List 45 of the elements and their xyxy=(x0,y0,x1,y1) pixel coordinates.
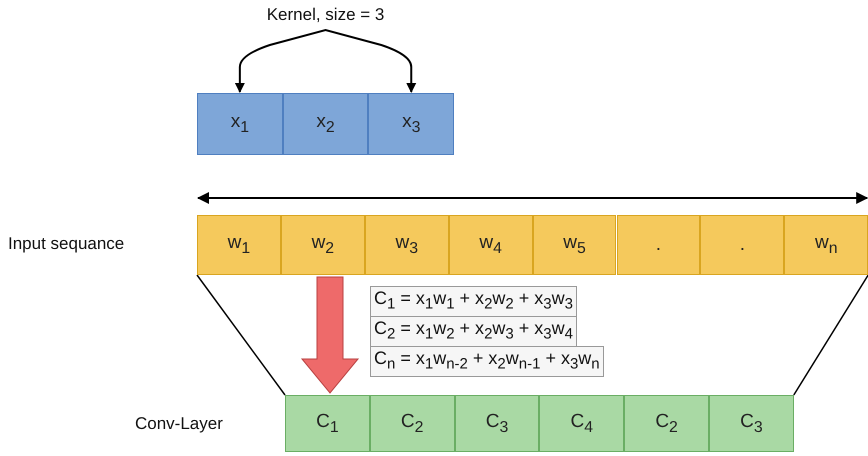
output-cell xyxy=(539,395,624,452)
block-arrow xyxy=(300,276,360,394)
cell-text: C$_{3}$ xyxy=(486,410,508,436)
cell-text: C$_{1}$ xyxy=(316,410,339,436)
cell-text: . xyxy=(740,234,745,256)
formula: C$_{2}$ = x$_{1}$w$_{2}$ + x$_{2}$w$_{3}$ + x$_{3}$w$_{4}$ xyxy=(370,316,577,347)
arrow xyxy=(197,192,868,204)
edge-label: Kernel, size = 3 xyxy=(266,5,386,25)
input-cell xyxy=(197,215,281,275)
cell-text: w$_{1}$ xyxy=(228,232,250,258)
arrow xyxy=(234,29,416,93)
kernel-cell xyxy=(197,93,283,155)
cell-text: w$_{3}$ xyxy=(395,232,418,258)
input-cell xyxy=(532,215,616,275)
input-cell xyxy=(280,215,365,275)
cell-text: C$_{4}$ xyxy=(570,410,594,436)
output-cell xyxy=(624,395,709,452)
input-cell xyxy=(616,215,700,275)
input-cell xyxy=(784,215,868,275)
cell-text: C$_{2}$ xyxy=(655,410,678,436)
output-cell xyxy=(285,395,370,452)
output-cell xyxy=(370,395,455,452)
cell-text: C$_{3}$ xyxy=(740,410,763,436)
kernel-cell xyxy=(282,93,368,155)
connector-line xyxy=(196,274,286,396)
cell-text: w$_{4}$ xyxy=(479,232,502,258)
kernel-cell xyxy=(368,93,454,155)
formula: C$_{1}$ = x$_{1}$w$_{1}$ + x$_{2}$w$_{2}$ + x$_{3}$w$_{3}$ xyxy=(370,286,577,317)
input-cell xyxy=(700,215,784,275)
input-cell xyxy=(448,215,533,275)
output-cell xyxy=(709,395,794,452)
cell-text: w$_{n}$ xyxy=(814,232,838,258)
cell-text: C$_{2}$ xyxy=(400,410,424,436)
cell-text: . xyxy=(656,234,662,256)
row-label: Input sequance xyxy=(8,234,124,254)
row-label: Conv-Layer xyxy=(135,414,223,434)
output-cell xyxy=(454,395,540,452)
input-cell xyxy=(364,215,449,275)
connector-line xyxy=(793,274,868,396)
formula: C$_{n}$ = x$_{1}$w$_{n-2}$ + x$_{2}$w$_{n-1}$ + x$_{3}$w$_{n}$ xyxy=(370,346,604,377)
cell-text: x$_{2}$ xyxy=(316,111,335,137)
cell-text: x$_{3}$ xyxy=(402,111,420,137)
cell-text: x$_{1}$ xyxy=(230,111,249,137)
cell-text: w$_{2}$ xyxy=(312,232,334,258)
cell-text: w$_{5}$ xyxy=(563,232,586,258)
